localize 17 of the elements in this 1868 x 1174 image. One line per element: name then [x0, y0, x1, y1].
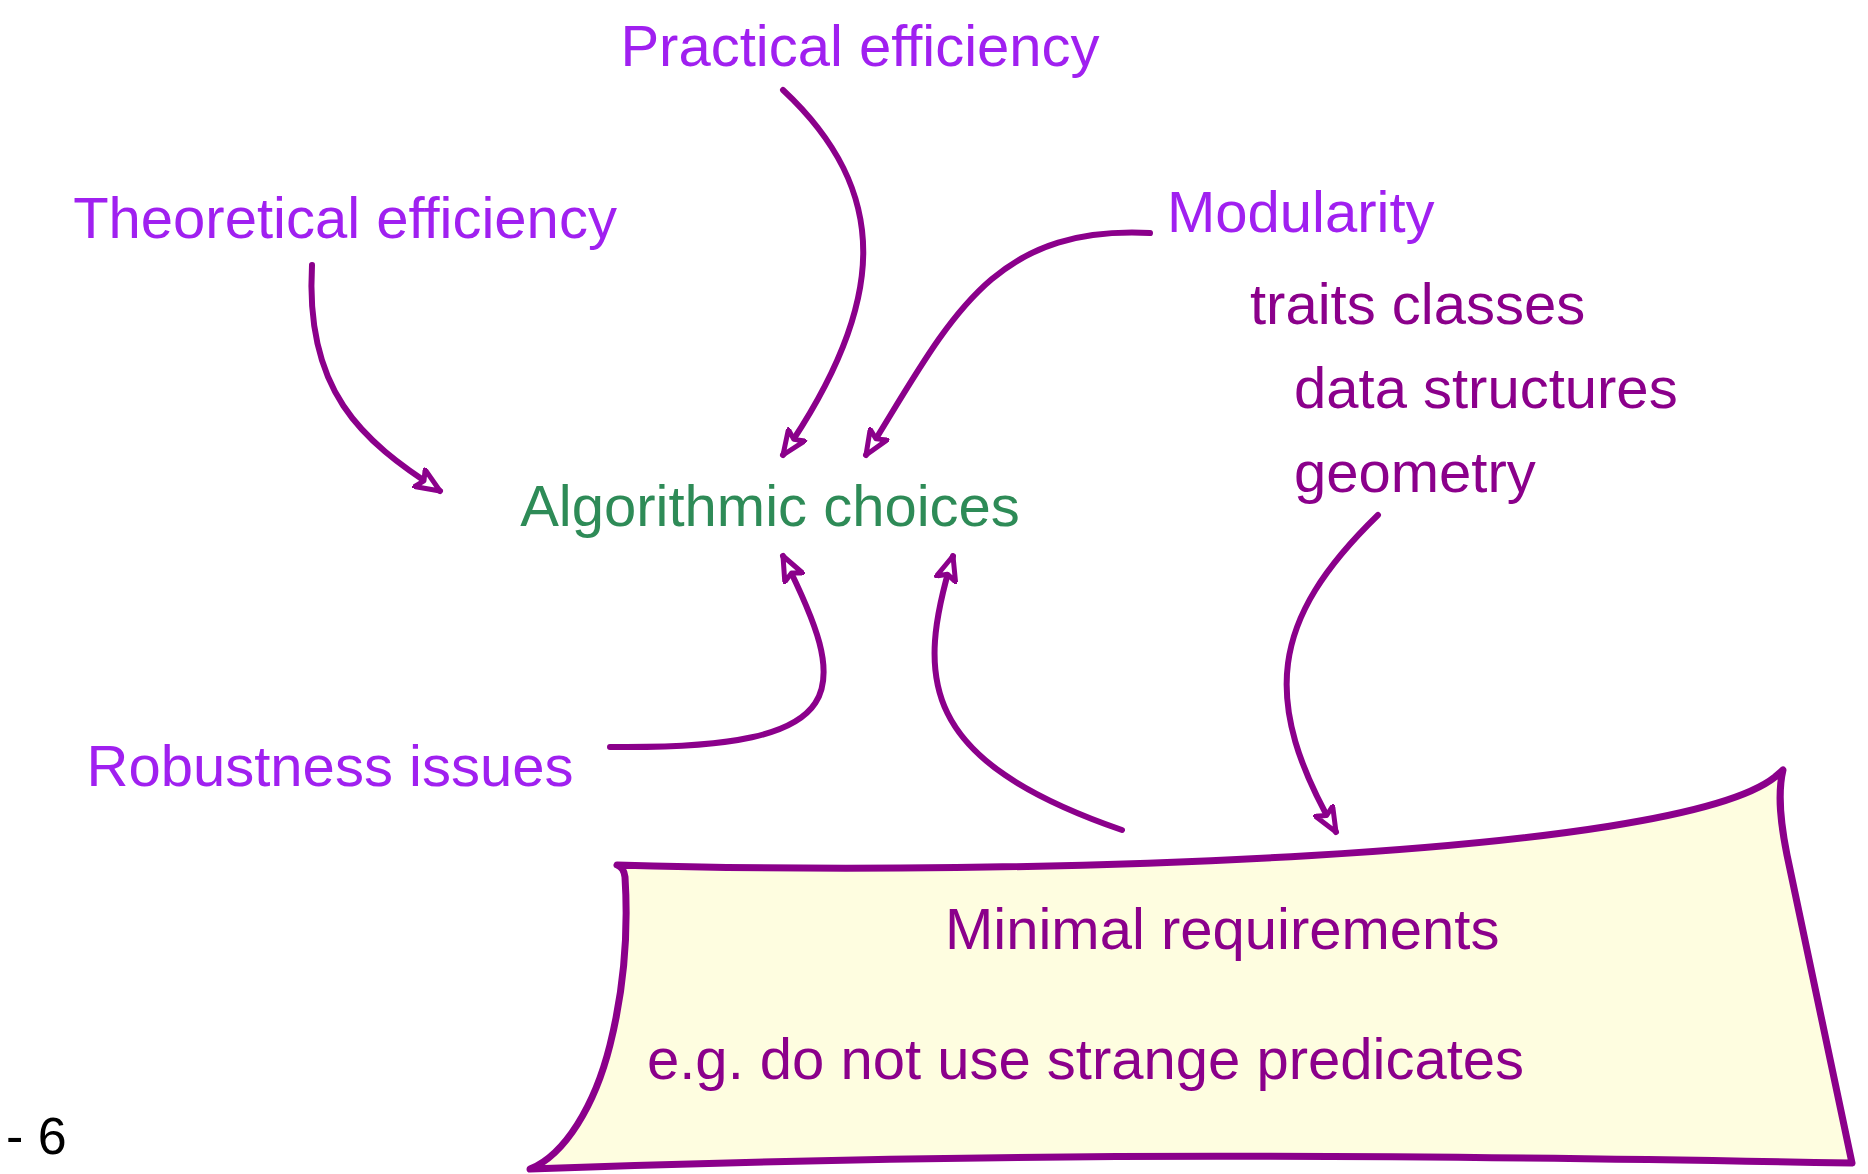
list-item: traits classes	[1250, 270, 1586, 338]
curved-arrow	[1283, 512, 1381, 835]
text-label: Algorithmic choices	[440, 455, 1100, 555]
list-item: geometry	[1294, 438, 1536, 506]
note-heading: Minimal requirements	[945, 895, 1500, 963]
list-item: data structures	[1294, 354, 1678, 422]
text-label: Modularity	[1167, 178, 1435, 246]
curved-arrow	[780, 87, 867, 458]
curved-arrow	[607, 553, 827, 750]
text-label: Theoretical efficiency	[10, 170, 680, 265]
text-label: Robustness issues	[50, 720, 610, 810]
page-number: - 6	[6, 1110, 67, 1162]
note-text: e.g. do not use strange predicates	[647, 1025, 1525, 1093]
curved-arrow	[931, 553, 1125, 833]
text-label: Practical efficiency	[560, 0, 1160, 90]
curved-arrow	[863, 230, 1153, 458]
curved-arrow	[308, 262, 443, 494]
